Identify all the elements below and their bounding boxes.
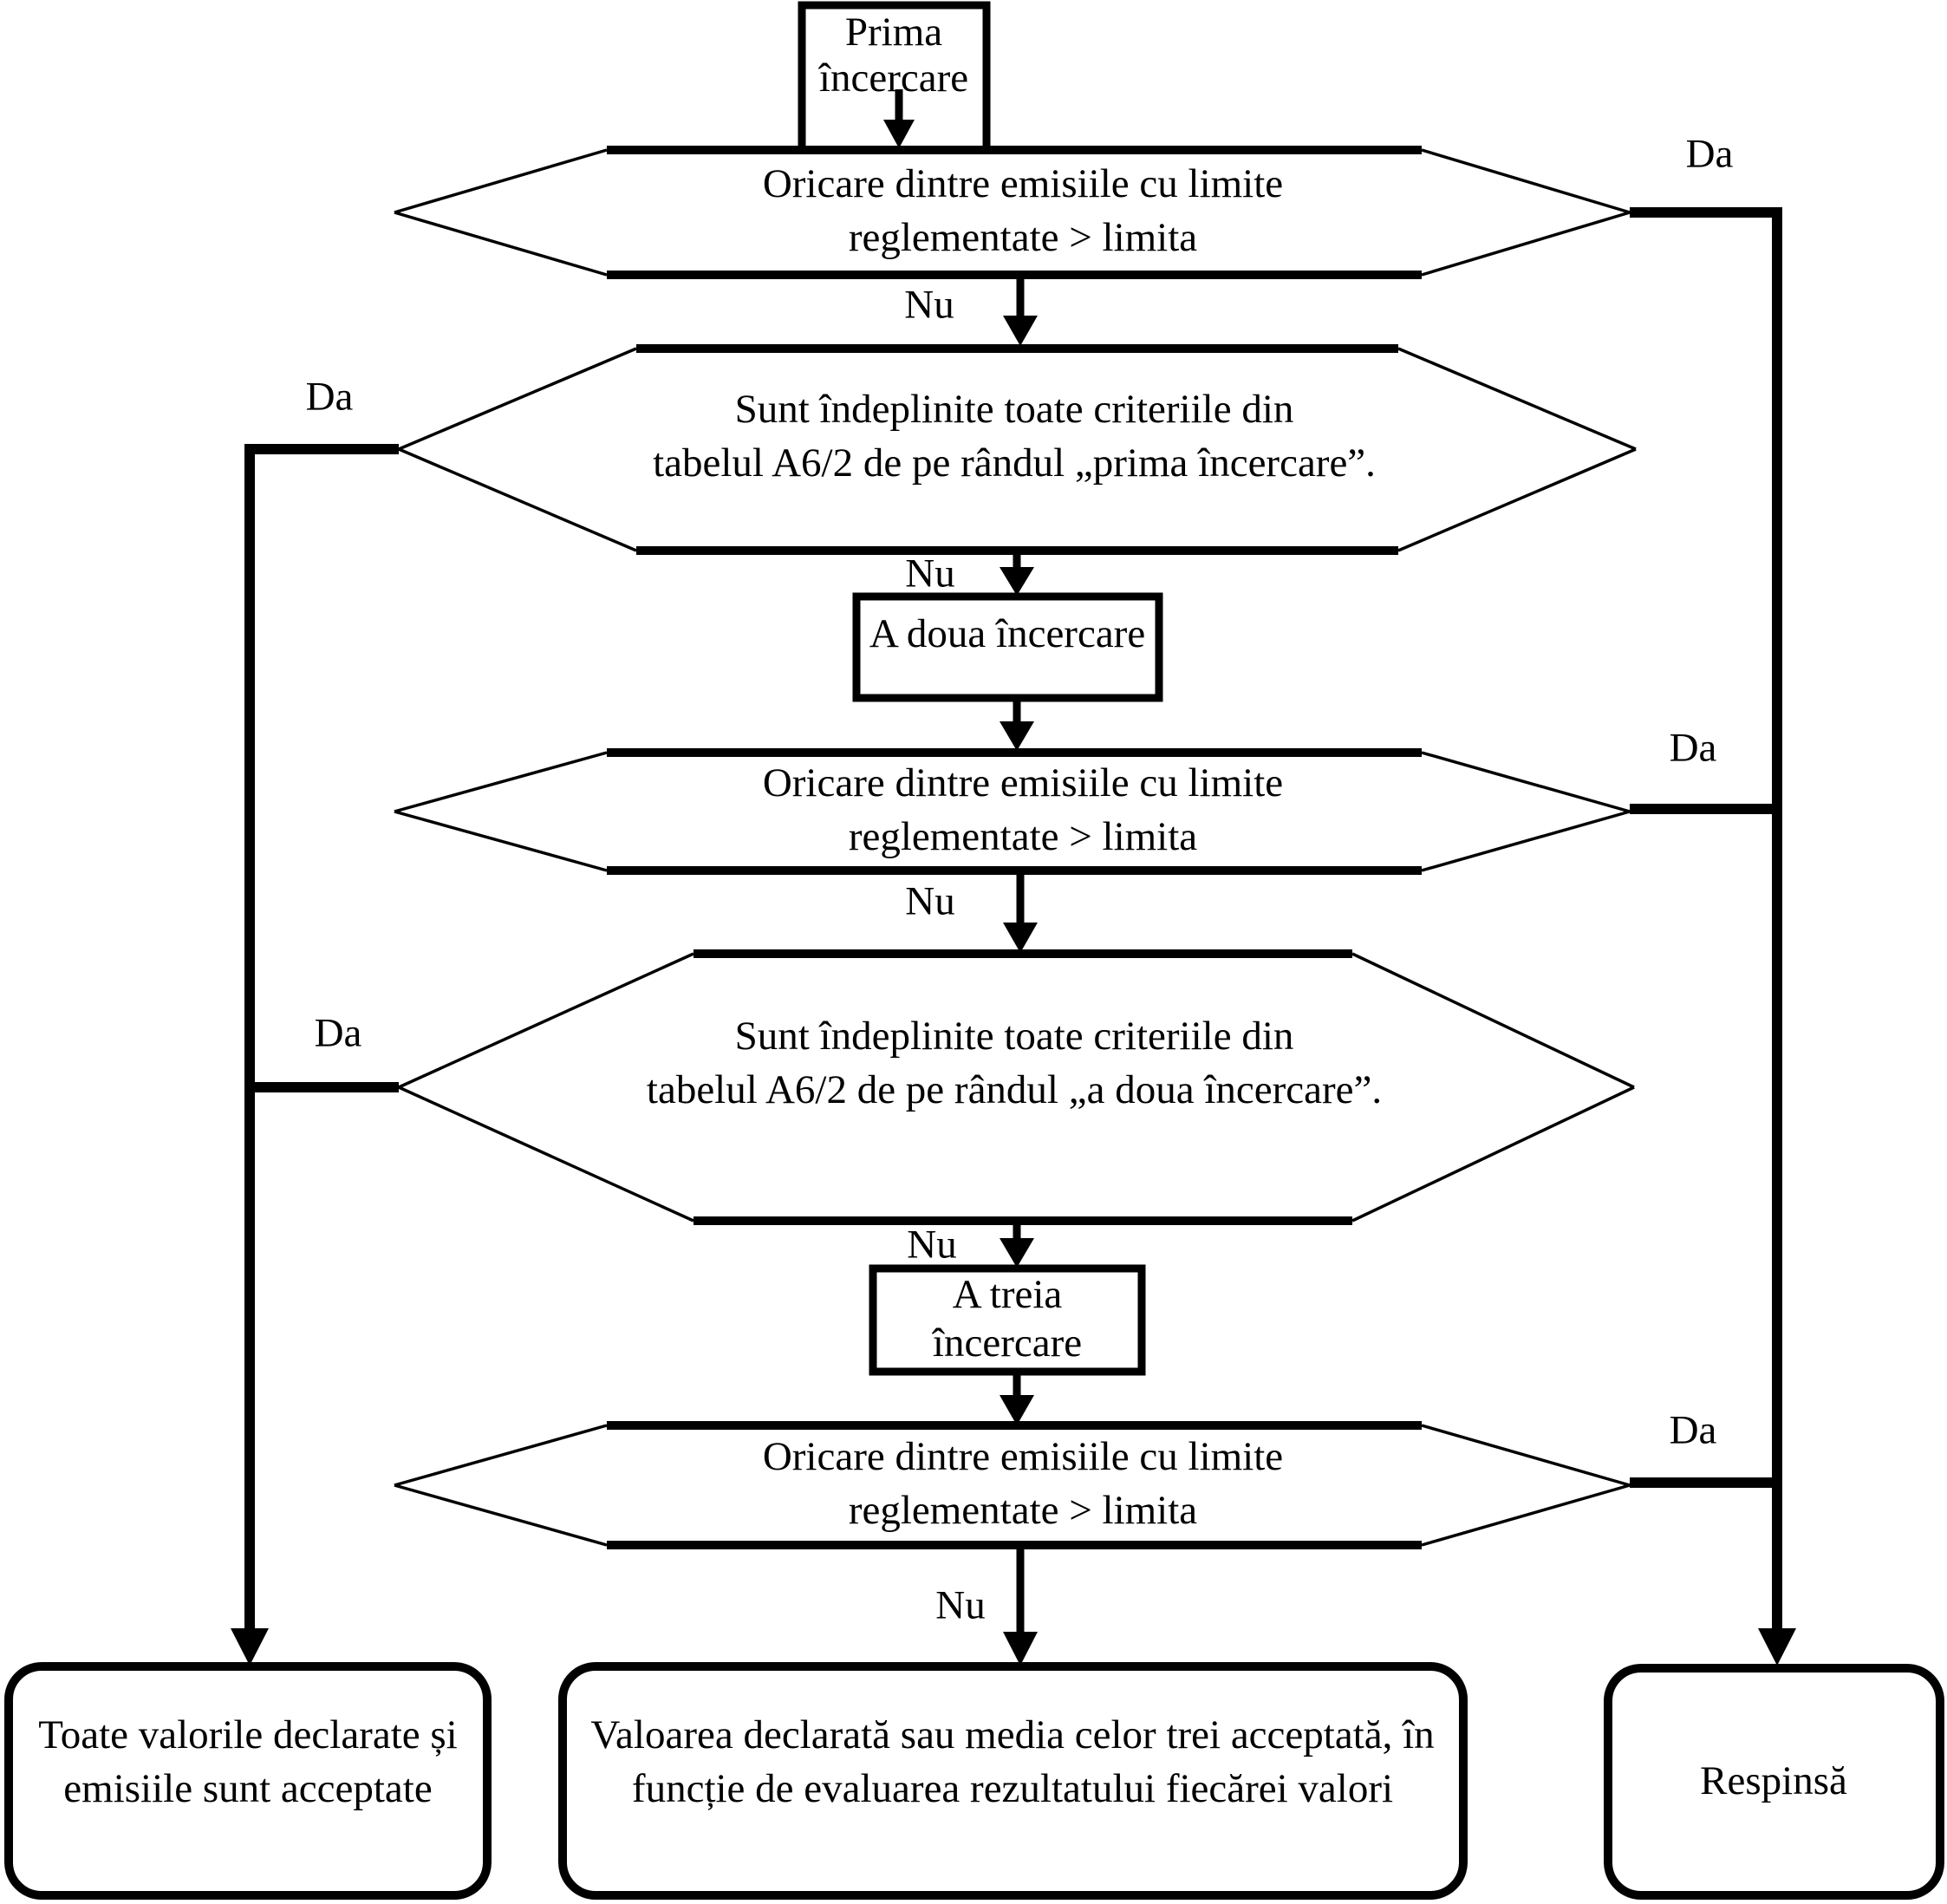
criteria-second-line-2: tabelul A6/2 de pe rândul „a doua încerc… (646, 1067, 1383, 1112)
second-attempt-box-shape (852, 592, 1163, 702)
third-attempt-line-2: încercare (932, 1320, 1083, 1366)
start-line-1: Prima (844, 10, 943, 55)
check-limits-2-text: Oricare dintre emisiile cu limite reglem… (763, 756, 1283, 864)
arrow-hex3-to-hex4 (1003, 870, 1038, 953)
hexagon-check-limits-3 (394, 1421, 1631, 1549)
third-attempt-text: A treia încercare (933, 1270, 1082, 1367)
criteria-first-line-2: tabelul A6/2 de pe rândul „prima încerca… (653, 440, 1376, 486)
hexagon-check-limits-1 (394, 146, 1631, 279)
nu-label-hex1: Nu (904, 282, 954, 328)
check-limits-1-line-2: reglementate > limita (848, 215, 1198, 260)
check-limits-1-line-1: Oricare dintre emisiile cu limite (762, 161, 1284, 206)
second-attempt-text: A doua încercare (869, 607, 1145, 661)
da-label-hex1: Da (1685, 131, 1734, 177)
conditional-line-1: Valoarea declarată sau media celor trei … (590, 1712, 1435, 1757)
arrow-third-attempt-to-hex5 (1000, 1372, 1034, 1425)
accepted-box-shape (4, 1662, 492, 1900)
criteria-first-line-1: Sunt îndeplinite toate criteriile din (734, 387, 1294, 432)
nu-label-hex4: Nu (907, 1222, 957, 1268)
rejected-line-1: Respinsă (1700, 1758, 1847, 1803)
da-label-hex2: Da (305, 374, 354, 420)
arrow-hex1-to-hex2 (1003, 275, 1038, 346)
second-attempt-line-1: A doua încercare (869, 611, 1146, 656)
nu-label-hex3: Nu (905, 878, 955, 924)
accepted-box-text: Toate valorile declarate și emisiile sun… (38, 1708, 457, 1816)
da-label-hex4: Da (314, 1010, 362, 1056)
criteria-second-text: Sunt îndeplinite toate criteriile din ta… (647, 1009, 1382, 1117)
conditional-line-2: funcție de evaluarea rezultatului fiecăr… (631, 1766, 1394, 1811)
arrow-hex5-to-conditional (1003, 1545, 1038, 1666)
arrow-hex4-to-third-attempt (1000, 1221, 1034, 1268)
check-limits-3-line-1: Oricare dintre emisiile cu limite (762, 1434, 1284, 1479)
check-limits-2-line-1: Oricare dintre emisiile cu limite (762, 760, 1284, 805)
arrow-second-attempt-to-hex3 (1000, 698, 1034, 751)
conditional-box-shape (558, 1662, 1468, 1900)
start-box-text: Prima încercare (819, 10, 968, 101)
nu-label-hex5: Nu (935, 1582, 986, 1628)
check-limits-2-line-2: reglementate > limita (848, 814, 1198, 859)
check-limits-1-text: Oricare dintre emisiile cu limite reglem… (763, 157, 1283, 264)
third-attempt-line-1: A treia (952, 1272, 1063, 1317)
da-label-hex5: Da (1669, 1407, 1717, 1453)
accepted-line-2: emisiile sunt acceptate (63, 1766, 433, 1811)
criteria-first-text: Sunt îndeplinite toate criteriile din ta… (653, 382, 1376, 490)
check-limits-3-line-2: reglementate > limita (848, 1488, 1198, 1533)
left-rail-connector (231, 444, 399, 1666)
hexagon-criteria-second (398, 949, 1635, 1225)
arrow-hex2-to-second-attempt (1000, 551, 1034, 596)
start-line-2: încercare (818, 55, 969, 101)
accepted-line-1: Toate valorile declarate și (38, 1712, 458, 1757)
nu-label-hex2: Nu (905, 551, 955, 597)
check-limits-3-text: Oricare dintre emisiile cu limite reglem… (763, 1430, 1283, 1537)
hexagon-check-limits-2 (394, 748, 1631, 875)
third-attempt-box-shape (869, 1264, 1146, 1376)
da-label-hex3: Da (1669, 725, 1717, 771)
conditional-box-text: Valoarea declarată sau media celor trei … (590, 1708, 1434, 1816)
criteria-second-line-1: Sunt îndeplinite toate criteriile din (734, 1014, 1294, 1059)
rejected-box-shape (1604, 1664, 1944, 1900)
rejected-box-text: Respinsă (1700, 1754, 1847, 1808)
right-rail-connector (1630, 207, 1796, 1666)
